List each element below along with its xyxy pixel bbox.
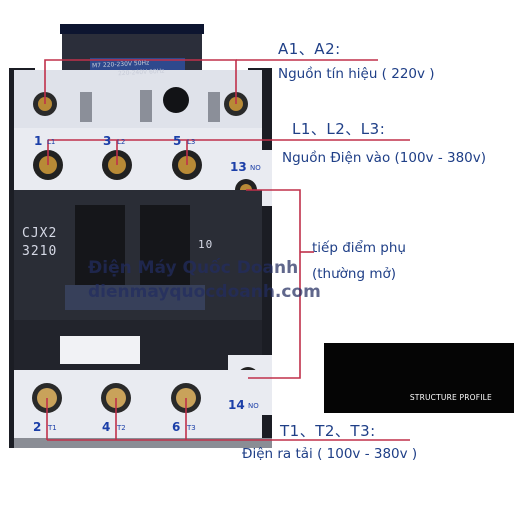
terminal-code-t1: T1 [48, 424, 57, 432]
structure-profile-text: STRUCTURE PROFILE [409, 393, 492, 402]
white-label-window [60, 336, 140, 364]
model-line-1: CJX2 [22, 226, 58, 241]
watermark-brand: Điện Máy Quốc Doanh [88, 258, 299, 278]
watermark-website: dienmayquocdoanh.com [88, 282, 321, 302]
terminal-number-3: 3 [103, 134, 112, 148]
coil-divider-2 [140, 90, 152, 122]
aux-contact-label: tiếp điểm phụ [312, 240, 406, 256]
coil-cap [60, 24, 204, 34]
aux-code-bottom: NO [248, 402, 259, 410]
coil-divider-1 [80, 92, 92, 122]
structure-profile-box: STRUCTURE PROFILE [324, 343, 514, 413]
front-slider [65, 285, 205, 310]
terminal-code-t3: T3 [187, 424, 196, 432]
coil-terminals-description: Nguồn tín hiệu ( 220v ) [278, 66, 435, 82]
coil-terminals-label: A1、A2: [278, 40, 341, 58]
input-terminals-label: L1、L2、L3: [292, 120, 386, 138]
terminal-code-l2: L2 [117, 138, 126, 146]
coil-divider-3 [208, 92, 220, 122]
guide-lines [44, 59, 410, 441]
aux-code-top: NO [250, 164, 261, 172]
front-slot-left [75, 205, 125, 300]
front-slot-right [140, 205, 190, 300]
terminal-number-4: 4 [102, 420, 111, 434]
terminal-number-6: 6 [172, 420, 181, 434]
terminal-code-l1: L1 [47, 138, 56, 146]
terminal-number-1: 1 [34, 134, 43, 148]
input-terminals-description: Nguồn Điện vào (100v - 380v) [282, 150, 487, 166]
terminal-code-l3: L3 [187, 138, 196, 146]
terminal-number-2: 2 [33, 420, 42, 434]
base-shadow [14, 438, 272, 448]
terminal-number-5: 5 [173, 134, 182, 148]
output-terminals-description: Điện ra tải ( 100v - 380v ) [242, 446, 418, 462]
aux-contact-note: (thường mở) [312, 266, 397, 282]
indicator-hole [163, 87, 189, 113]
output-terminals-label: T1、T2、T3: [280, 422, 376, 440]
terminal-code-t2: T2 [117, 424, 126, 432]
front-number: 10 [198, 238, 214, 251]
aux-number-14: 14 [228, 398, 245, 412]
model-line-2: 3210 [22, 244, 58, 259]
aux-number-13: 13 [230, 160, 247, 174]
